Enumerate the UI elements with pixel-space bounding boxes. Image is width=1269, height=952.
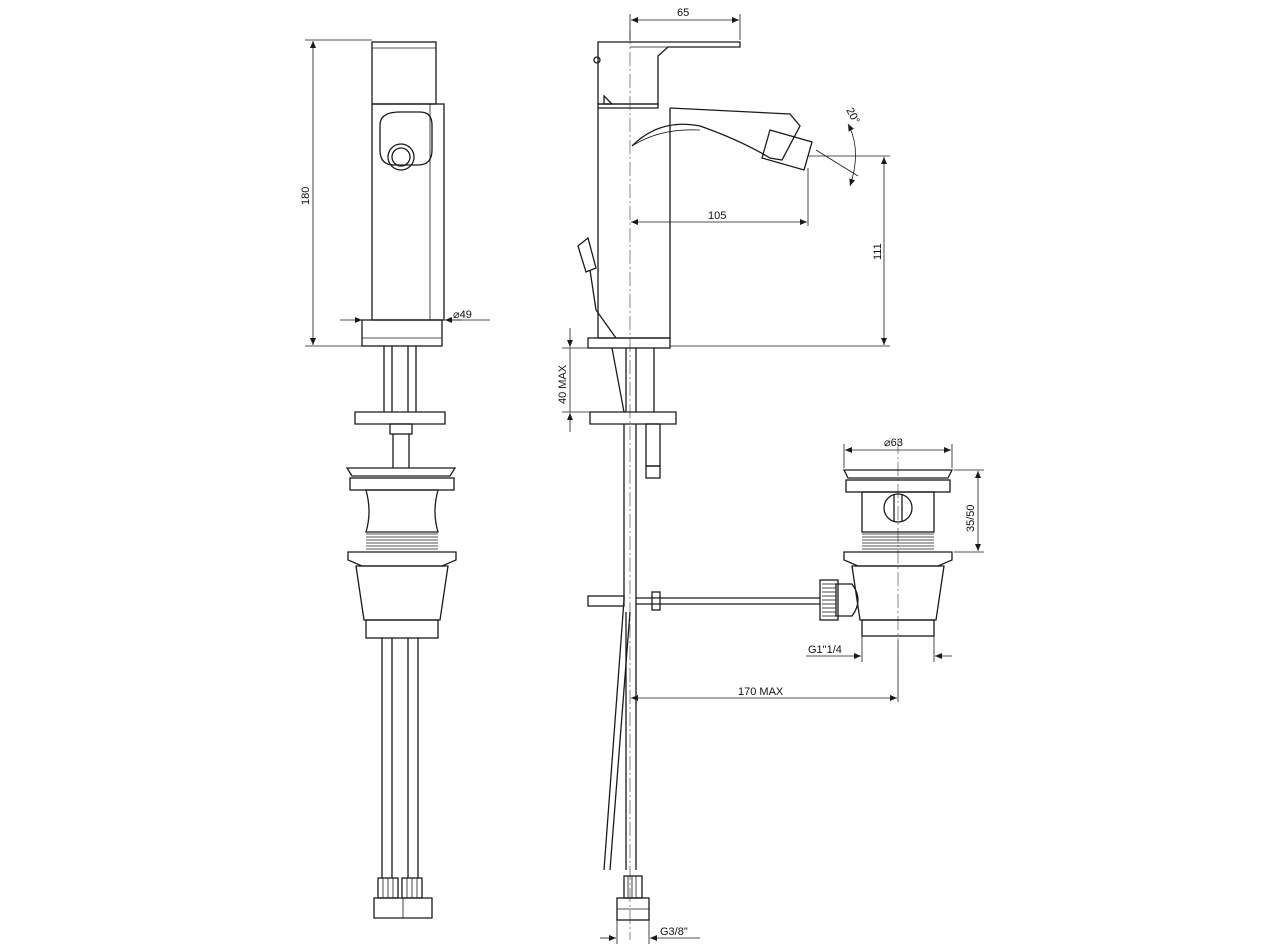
label-65: 65 — [677, 7, 689, 19]
front-waste-nut — [347, 551, 457, 567]
fixing-washer — [354, 411, 446, 425]
label-diameter-49: ⌀49 — [453, 309, 472, 321]
waste-link-connector — [819, 579, 859, 621]
dimension-base-diameter: ⌀49 — [340, 309, 490, 323]
waste-cap — [842, 469, 954, 479]
dimension-angle: 20° — [815, 106, 862, 187]
front-waste-plug — [345, 467, 457, 477]
side-spout — [631, 107, 801, 161]
side-fixing-washer — [589, 411, 677, 425]
popup-knob — [387, 143, 415, 171]
front-base — [361, 319, 443, 347]
label-g38: G3/8" — [660, 926, 688, 938]
dimension-height-total: 180 — [300, 39, 372, 347]
label-diameter-63: ⌀63 — [884, 437, 903, 449]
waste-overflow-hole — [883, 493, 913, 523]
front-lever — [371, 41, 437, 105]
front-view: 180 ⌀49 — [300, 39, 490, 919]
dimension-65: 65 — [629, 7, 741, 40]
front-body — [371, 103, 445, 321]
dimension-g38: G3/8" — [600, 920, 700, 944]
label-g114: G1"1/4 — [808, 644, 842, 656]
side-view: 65 105 111 20° 40 MAX — [557, 7, 899, 944]
popup-handle — [577, 236, 597, 273]
label-111: 111 — [872, 243, 884, 260]
label-40-max: 40 MAX — [557, 364, 569, 404]
spray-head — [761, 129, 813, 171]
dimension-105: 105 — [631, 168, 809, 226]
waste-detail: ⌀63 35/50 G1"1/4 — [806, 437, 984, 662]
dimension-111: 111 — [670, 155, 890, 347]
front-hose-fittings — [373, 877, 433, 919]
front-waste-body — [365, 489, 439, 533]
link-rod — [587, 591, 820, 611]
label-35-50: 35/50 — [965, 504, 977, 532]
dimension-63: ⌀63 — [843, 437, 953, 468]
dimension-35-50: 35/50 — [954, 469, 984, 553]
label-20-deg: 20° — [843, 106, 861, 126]
waste-body — [861, 491, 935, 533]
label-105: 105 — [708, 210, 726, 222]
dimension-g114: G1"1/4 — [806, 636, 952, 662]
label-180: 180 — [300, 187, 312, 205]
dimension-170max: 170 MAX — [631, 640, 899, 702]
side-body — [597, 108, 671, 339]
dimension-40max: 40 MAX — [557, 328, 590, 432]
label-170-max: 170 MAX — [738, 686, 784, 698]
popup-knob-housing — [379, 111, 433, 166]
side-lever — [597, 41, 741, 105]
side-hose-fitting — [616, 875, 650, 921]
